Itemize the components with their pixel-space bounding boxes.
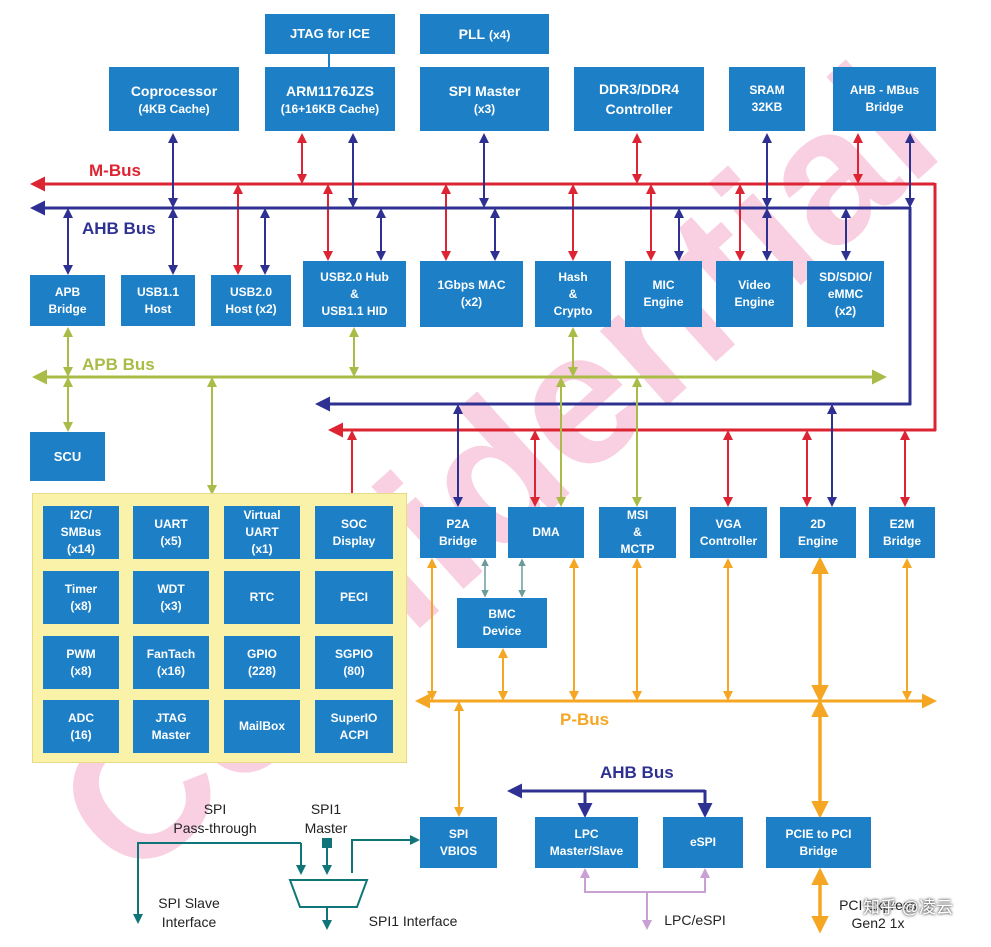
gbps-mac-block: 1Gbps MAC (x2) (420, 261, 523, 327)
spi-slave-interface-label: SPI Slave Interface (158, 895, 220, 930)
virtual-uart-block: Virtual UART (x1) (224, 506, 300, 559)
apb-bridge-block: APB Bridge (30, 275, 105, 326)
p2a-bridge-block: P2A Bridge (420, 507, 496, 558)
apb-bus-taps (63, 327, 642, 507)
lpc-espi-links (580, 868, 710, 930)
espi-block: eSPI (663, 817, 743, 868)
ahb-bus-taps (63, 133, 915, 507)
spi-links (133, 835, 420, 930)
mic-engine-block: MIC Engine (625, 261, 702, 327)
2d-engine-block: 2D Engine (780, 507, 856, 558)
spi-master-block: SPI Master(x3) (420, 67, 549, 131)
jtag-master-block: JTAG Master (133, 700, 209, 753)
usb20-host-block: USB2.0 Host (x2) (211, 275, 291, 326)
pci-express-label: PCI Express Gen2 1x (839, 897, 917, 931)
arm-block: ARM1176JZS(16+16KB Cache) (265, 67, 395, 131)
ddr-controller-block: DDR3/DDR4 Controller (574, 67, 704, 131)
uart-block: UART (x5) (133, 506, 209, 559)
credit-label: 知乎 @凌云 (863, 898, 953, 917)
pll-count: (x4) (489, 27, 511, 42)
bmc-links (481, 558, 526, 598)
p-bus-label: P-Bus (560, 710, 610, 729)
usb11-host-block: USB1.1 Host (121, 275, 195, 326)
bmc-device-block: BMC Device (457, 598, 547, 648)
pll-block: PLL (x4) (420, 14, 549, 54)
pll-label: PLL (458, 25, 486, 42)
rtc-block: RTC (224, 571, 300, 624)
spi-vbios-block: SPI VBIOS (420, 817, 497, 868)
sd-emmc-block: SD/SDIO/ eMMC (x2) (807, 261, 884, 327)
hash-crypto-block: Hash & Crypto (535, 261, 611, 327)
p-bus-taps (427, 558, 912, 817)
usb-hub-hid-block: USB2.0 Hub & USB1.1 HID (303, 261, 406, 327)
m-bus-taps (233, 133, 910, 507)
video-engine-block: Video Engine (716, 261, 793, 327)
wdt-block: WDT (x3) (133, 571, 209, 624)
coprocessor-block: Coprocessor(4KB Cache) (109, 67, 239, 131)
sgpio-block: SGPIO (80) (315, 636, 393, 689)
msi-mctp-block: MSI & MCTP (599, 507, 676, 558)
jtag-block: JTAG for ICE (265, 14, 395, 54)
superio-acpi-block: SuperIO ACPI (315, 700, 393, 753)
adc-block: ADC (16) (43, 700, 119, 753)
fantach-block: FanTach (x16) (133, 636, 209, 689)
sram-block: SRAM 32KB (729, 67, 805, 131)
dma-block: DMA (508, 507, 584, 558)
spi1-interface-label: SPI1 Interface (368, 913, 458, 929)
lpc-espi-label: LPC/eSPI (664, 912, 726, 928)
peci-block: PECI (315, 571, 393, 624)
vga-controller-block: VGA Controller (690, 507, 767, 558)
pcie-pci-bridge-block: PCIE to PCI Bridge (766, 817, 871, 868)
scu-block: SCU (30, 432, 105, 481)
lpc-master-slave-block: LPC Master/Slave (535, 817, 638, 868)
ahb-bus-bottom-label: AHB Bus (600, 763, 674, 782)
timer-block: Timer (x8) (43, 571, 119, 624)
mailbox-block: MailBox (224, 700, 300, 753)
ahb-bus-bottom (507, 783, 713, 818)
ahb-bus-label: AHB Bus (82, 219, 156, 238)
spi-pass-through-label: SPI Pass-through (173, 801, 257, 836)
m-bus-label: M-Bus (89, 161, 141, 180)
ahb-mbus-bridge-block: AHB - MBus Bridge (833, 67, 936, 131)
gpio-block: GPIO (228) (224, 636, 300, 689)
spi1-master-label: SPI1 Master (304, 801, 348, 836)
spi1-master-port (322, 838, 332, 848)
i2c-smbus-block: I2C/ SMBus (x14) (43, 506, 119, 559)
pwm-block: PWM (x8) (43, 636, 119, 689)
soc-display-block: SOC Display (315, 506, 393, 559)
apb-bus-label: APB Bus (82, 355, 155, 374)
e2m-bridge-block: E2M Bridge (869, 507, 935, 558)
